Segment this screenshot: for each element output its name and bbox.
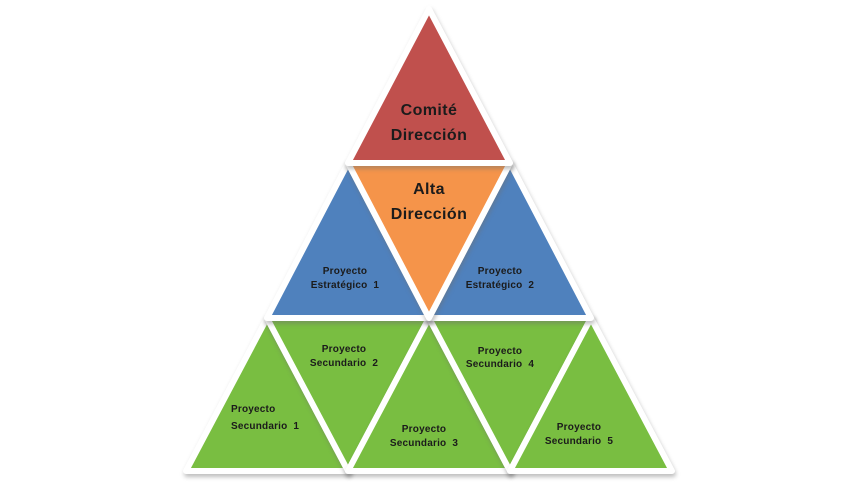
label-proyecto-estrategico-1-line2: Estratégico 1 <box>311 280 380 291</box>
label-comite-direccion-line2: Dirección <box>391 127 468 144</box>
label-proyecto-secundario-4-line2: Secundario 4 <box>466 359 534 370</box>
label-proyecto-secundario-1-line1: Proyecto <box>231 404 275 415</box>
label-comite-direccion-line1: Comité <box>401 102 458 119</box>
label-proyecto-estrategico-2-line2: Estratégico 2 <box>466 280 535 291</box>
label-proyecto-secundario-2-line2: Secundario 2 <box>310 358 378 369</box>
label-proyecto-secundario-4-line1: Proyecto <box>478 346 522 357</box>
label-alta-direccion-line1: Alta <box>413 181 445 198</box>
label-proyecto-estrategico-2-line1: Proyecto <box>478 266 522 277</box>
label-proyecto-secundario-2-line1: Proyecto <box>322 344 366 355</box>
label-proyecto-secundario-1-line2: Secundario 1 <box>231 421 299 432</box>
triangle-proyecto-secundario-5 <box>507 315 675 474</box>
label-proyecto-secundario-5-line2: Secundario 5 <box>545 436 613 447</box>
label-alta-direccion-line2: Dirección <box>391 206 468 223</box>
label-proyecto-secundario-3-line2: Secundario 3 <box>390 438 458 449</box>
label-proyecto-secundario-3-line1: Proyecto <box>402 424 446 435</box>
label-proyecto-secundario-5-line1: Proyecto <box>557 422 601 433</box>
label-proyecto-estrategico-1-line1: Proyecto <box>323 266 367 277</box>
triangle-comite-direccion <box>345 6 513 166</box>
